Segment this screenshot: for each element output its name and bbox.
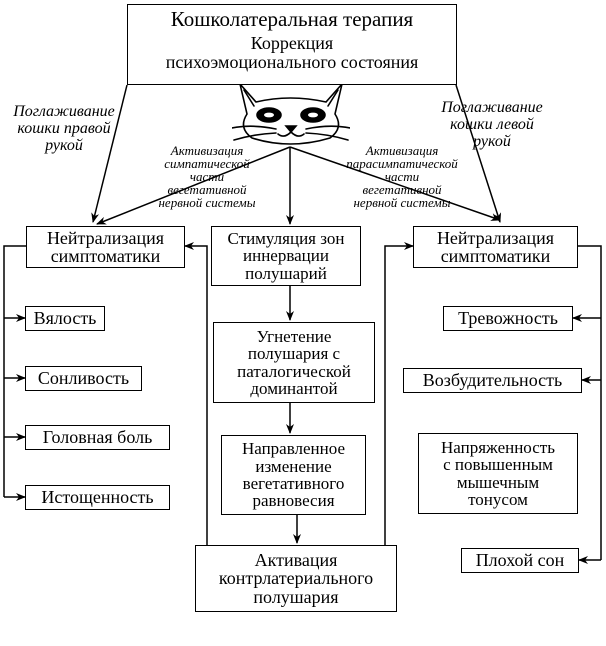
- activation-line-1: Активация: [254, 549, 338, 570]
- suppression-line-2: полушария с: [247, 344, 341, 364]
- arrow-cat-to-right-neutralization: [289, 146, 501, 221]
- stroke-left-hand-note: Поглаживание кошки левой рукой: [434, 99, 550, 150]
- symptom-vyalost-label: Вялость: [33, 308, 97, 329]
- symptom-istoshchennost-label: Истощенность: [41, 487, 154, 508]
- symptom-napryazhennost-line-4: тонусом: [468, 489, 528, 509]
- right-neutralization-box: Нейтрализация симптоматики: [413, 226, 578, 268]
- title: Кошколатеральная терапия: [170, 7, 414, 31]
- parasympathetic-line-1: Активизация: [365, 143, 439, 158]
- sympathetic-line-4: вегетативной: [167, 182, 247, 197]
- subtitle-line-2: психоэмоционального состояния: [165, 51, 419, 72]
- symptom-trevozhnost-label: Тревожность: [458, 308, 558, 329]
- activation-box: Активация контрлатериального полушария: [195, 545, 397, 612]
- left-symptom-bus: [3, 245, 26, 497]
- parasympathetic-line-3: части: [384, 169, 420, 184]
- arrow-activation-to-right-neutralization: [384, 242, 414, 548]
- left-neutralization-box: Нейтрализация симптоматики: [26, 226, 185, 268]
- right-symptom-bus: [578, 245, 602, 560]
- symptom-vozbuditelnost-label: Возбудительность: [422, 370, 563, 391]
- symptom-napryazhennost-line-3: мышечным: [456, 472, 540, 492]
- directed-change-line-1: Направленное: [241, 439, 346, 459]
- symptom-istoshchennost: Истощенность: [25, 485, 170, 510]
- symptom-vozbuditelnost: Возбудительность: [403, 368, 582, 393]
- stroke-left-hand-line-3: рукой: [473, 132, 511, 150]
- parasympathetic-line-5: нервной системы: [353, 195, 451, 210]
- parasympathetic-line-2: парасимпатической: [346, 156, 458, 171]
- symptom-vyalost: Вялость: [25, 306, 105, 331]
- sympathetic-line-5: нервной системы: [158, 195, 256, 210]
- symptom-golovnaya-bol-label: Головная боль: [42, 427, 153, 448]
- sympathetic-line-3: части: [189, 169, 225, 184]
- parasympathetic-line-4: вегетативной: [362, 182, 442, 197]
- stroke-right-hand-line-2: кошки правой: [17, 119, 111, 137]
- suppression-line-4: доминантой: [250, 378, 338, 398]
- stroke-right-hand-line-3: рукой: [45, 136, 83, 154]
- stroke-left-hand-line-2: кошки левой: [450, 115, 534, 133]
- symptom-napryazhennost-line-1: Напряженность: [441, 437, 555, 457]
- left-neutralization-line-2: симптоматики: [50, 246, 161, 266]
- stroke-right-hand-line-1: Поглаживание: [13, 103, 115, 120]
- directed-change-line-2: изменение: [255, 456, 332, 476]
- symptom-napryazhennost-line-2: с повышенным: [443, 455, 553, 475]
- left-neutralization-line-1: Нейтрализация: [46, 227, 165, 248]
- directed-change-line-3: вегетативного: [242, 474, 345, 493]
- subtitle-line-1: Коррекция: [250, 33, 334, 54]
- directed-change-line-4: равновесия: [252, 491, 335, 511]
- directed-change-box: Направленное изменение вегетативного рав…: [221, 435, 366, 515]
- symptom-sonlivost: Сонливость: [25, 366, 142, 391]
- title-box: Кошколатеральная терапия Коррекция психо…: [127, 4, 457, 85]
- symptom-sonlivost-label: Сонливость: [37, 368, 130, 389]
- right-neutralization-line-1: Нейтрализация: [436, 227, 555, 248]
- suppression-box: Угнетение полушария с паталогической дом…: [213, 322, 375, 403]
- arrow-title-to-right-neutralization: [455, 84, 502, 223]
- symptom-golovnaya-bol: Головная боль: [25, 425, 170, 450]
- arrow-cat-to-left-neutralization: [96, 146, 291, 225]
- stroke-right-hand-note: Поглаживание кошки правой рукой: [8, 103, 120, 154]
- stimulation-line-2: иннервации: [243, 246, 329, 266]
- sympathetic-line-1: Активизация: [170, 143, 244, 158]
- stroke-left-hand-line-1: Поглаживание: [441, 99, 543, 116]
- right-neutralization-line-2: симптоматики: [440, 246, 551, 266]
- stimulation-box: Стимуляция зон иннервации полушарий: [211, 226, 361, 286]
- sympathetic-note: Активизация симпатической части вегетати…: [146, 144, 268, 209]
- activation-line-3: полушария: [253, 586, 339, 607]
- symptom-napryazhennost: Напряженность с повышенным мышечным тону…: [418, 433, 578, 514]
- suppression-line-3: паталогической: [237, 361, 351, 381]
- symptom-plokhoy-son: Плохой сон: [461, 548, 579, 573]
- cat-face-icon: [232, 83, 350, 145]
- symptom-trevozhnost: Тревожность: [443, 306, 573, 331]
- parasympathetic-note: Активизация парасимпатической части веге…: [336, 144, 468, 209]
- symptom-plokhoy-son-label: Плохой сон: [475, 550, 565, 571]
- stimulation-line-3: полушарий: [245, 263, 327, 283]
- sympathetic-line-2: симпатической: [164, 156, 250, 171]
- stimulation-line-1: Стимуляция зон: [227, 229, 345, 248]
- arrow-title-to-left-neutralization: [91, 84, 128, 223]
- suppression-line-1: Угнетение: [256, 326, 332, 346]
- arrow-activation-to-left-neutralization: [184, 242, 208, 548]
- activation-line-2: контрлатериального: [218, 568, 374, 589]
